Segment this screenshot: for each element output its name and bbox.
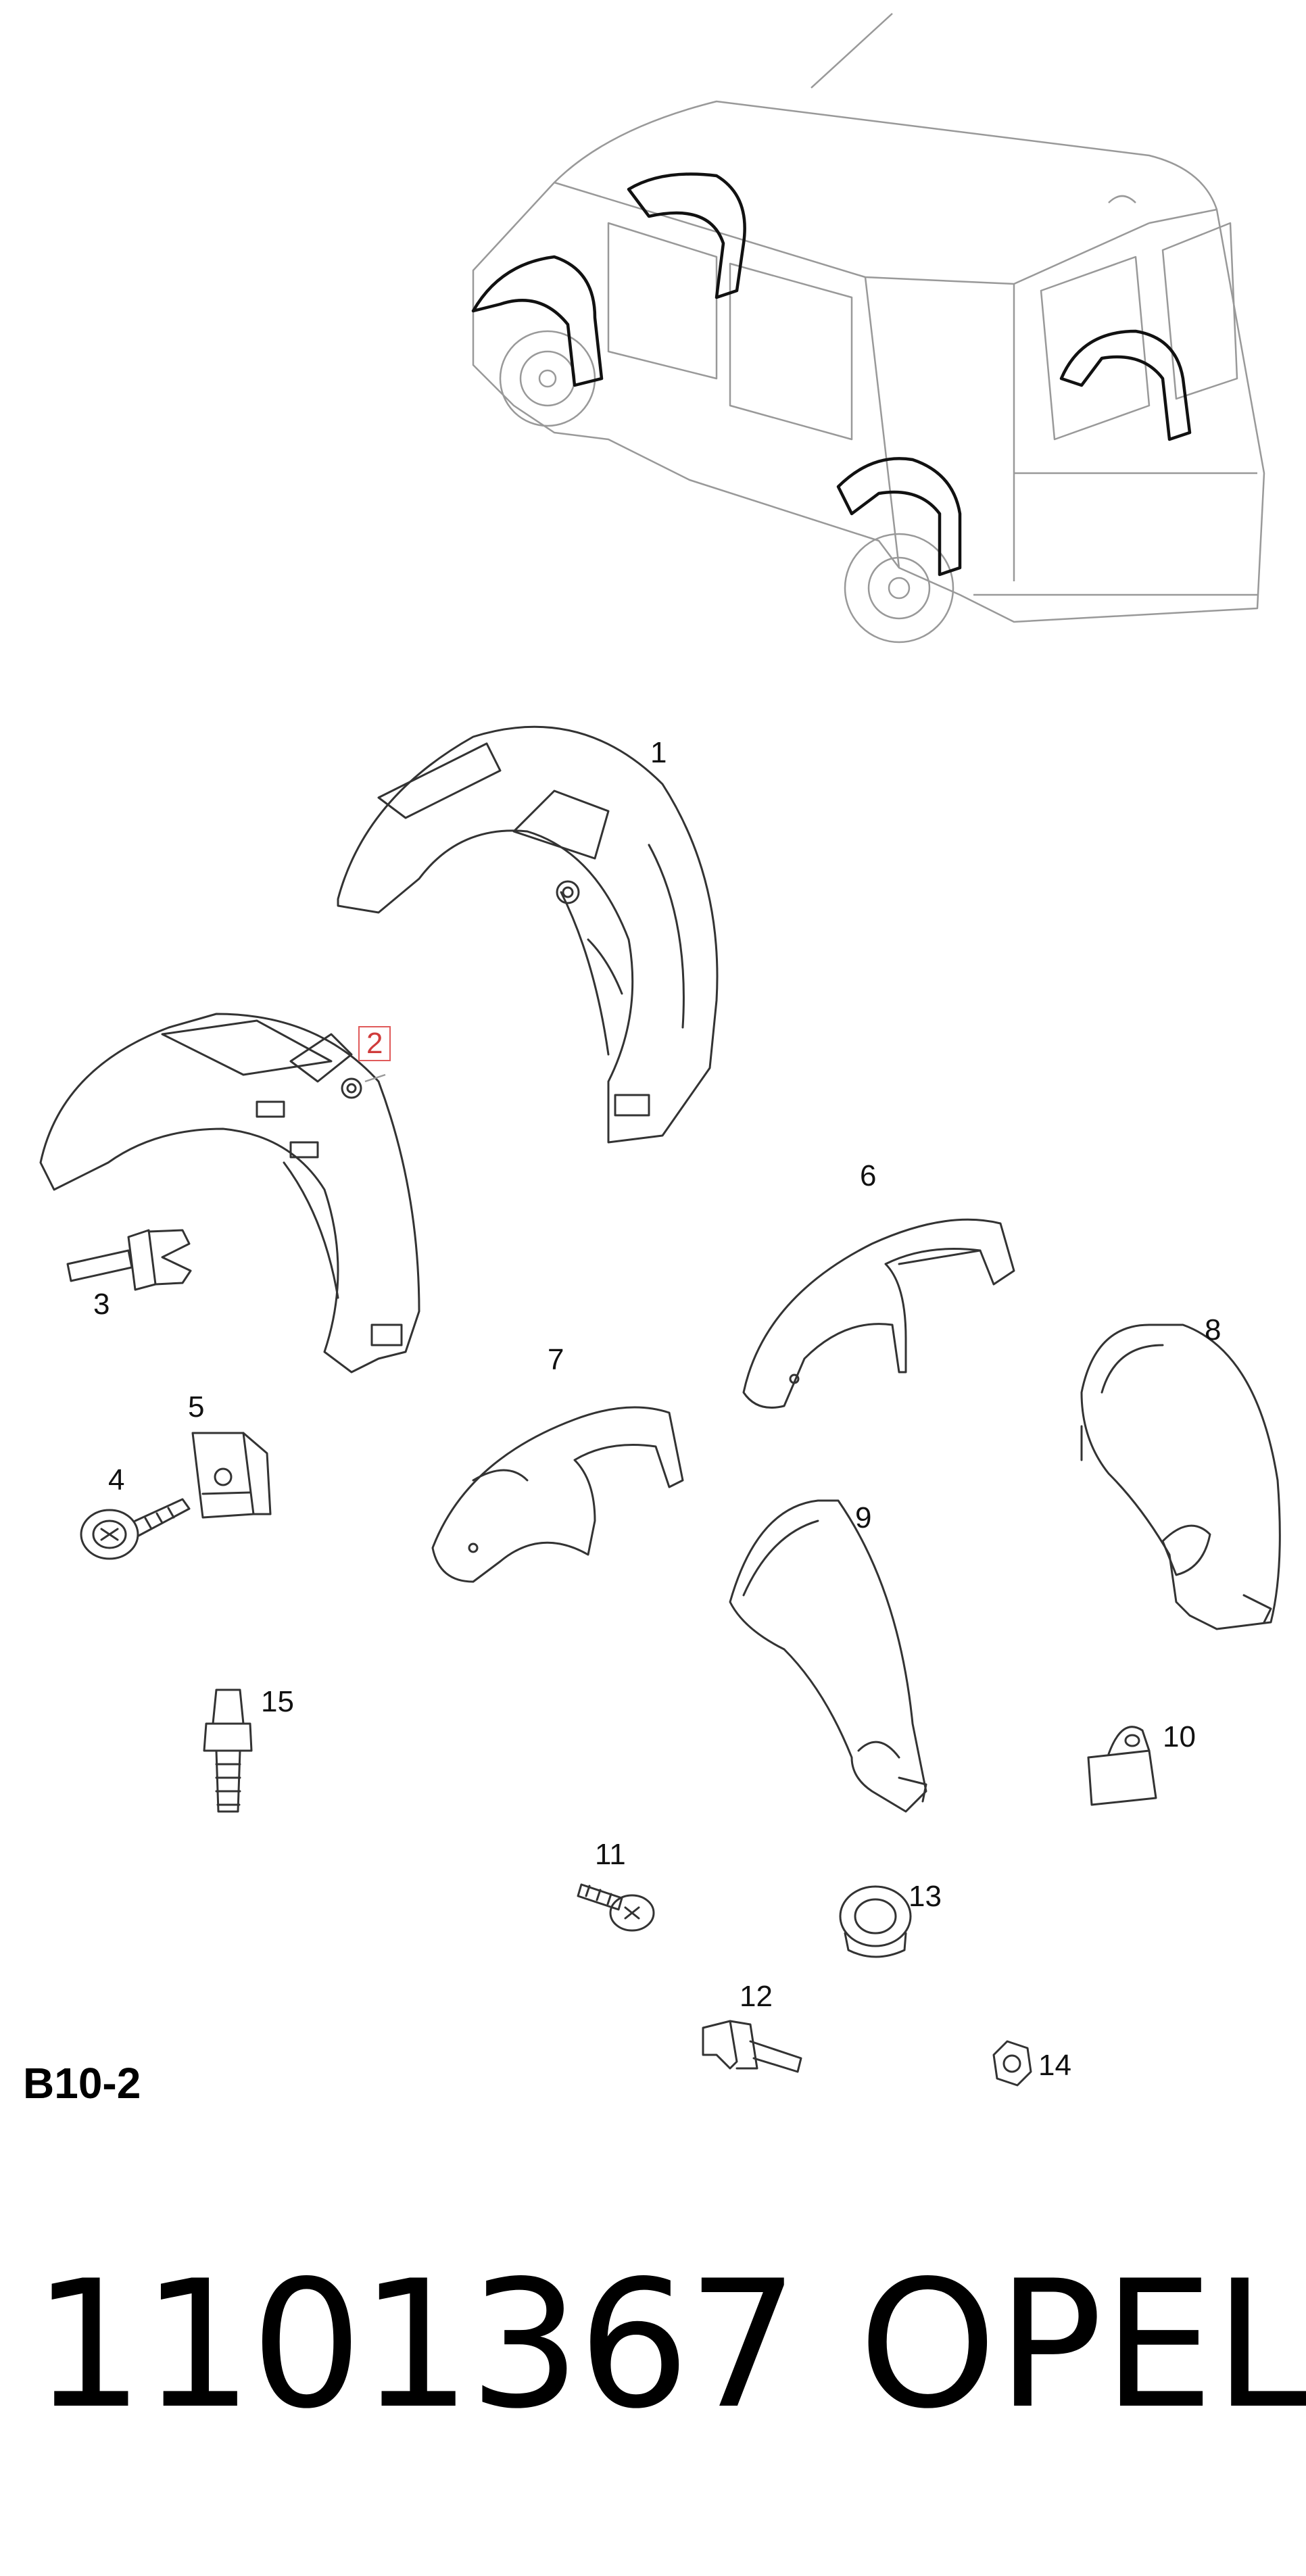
- part-13-grommet: [839, 1885, 912, 1958]
- part-2-front-liner: [39, 1013, 420, 1374]
- part-5-clip: [191, 1432, 272, 1519]
- callout-8: 8: [1205, 1313, 1222, 1346]
- callout-11: 11: [595, 1838, 626, 1871]
- part-11-screw: [577, 1883, 655, 1932]
- van-overview: [471, 13, 1265, 643]
- brand-name: OPEL: [858, 2243, 1306, 2448]
- callout-14: 14: [1038, 2049, 1071, 2082]
- part-7-small-arch: [431, 1406, 684, 1583]
- callout-leaders: [364, 1073, 386, 1083]
- part-4-screw: [80, 1498, 191, 1560]
- part-1-wheel-arch-liner: [337, 725, 719, 1144]
- callout-5: 5: [188, 1390, 205, 1424]
- callout-4: 4: [108, 1463, 125, 1497]
- callout-7: 7: [548, 1343, 564, 1376]
- callout-1: 1: [650, 736, 667, 769]
- part-10-clip-nut: [1087, 1726, 1157, 1806]
- callout-9: 9: [855, 1501, 872, 1534]
- part-9-splash-guard: [729, 1499, 927, 1813]
- callout-3: 3: [93, 1288, 110, 1321]
- part-3-push-pin: [66, 1229, 192, 1291]
- callout-13: 13: [909, 1880, 942, 1913]
- callout-6: 6: [860, 1159, 877, 1192]
- callout-15: 15: [261, 1685, 294, 1718]
- part-12-push-pin: [702, 2020, 802, 2073]
- part-number: 1101367: [32, 2243, 799, 2448]
- part-15-stud-bolt: [203, 1688, 253, 1813]
- callout-10: 10: [1163, 1720, 1196, 1753]
- part-14-nut: [992, 2040, 1032, 2087]
- part-6-small-arch: [742, 1218, 1015, 1409]
- callout-2: 2: [358, 1026, 391, 1061]
- part-8-rear-liner: [1080, 1323, 1281, 1630]
- sheet-code: B10-2: [23, 2059, 141, 2108]
- callout-12: 12: [740, 1980, 773, 2013]
